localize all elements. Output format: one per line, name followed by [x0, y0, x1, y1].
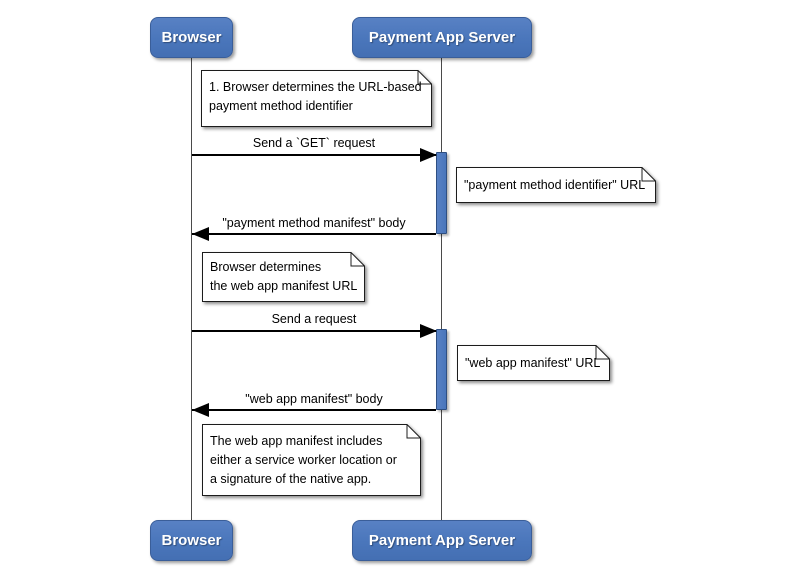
note-text: "web app manifest" URL [465, 356, 601, 370]
note-text: "payment method identifier" URL [464, 178, 646, 192]
message-line [192, 409, 436, 411]
arrowhead-right-icon [420, 324, 437, 338]
arrowhead-left-icon [192, 227, 209, 241]
note-shape-icon [457, 345, 610, 381]
message-label-send-a-request: Send a request [271, 312, 357, 326]
note-web-app-manifest-url: "web app manifest" URL [457, 345, 610, 381]
message-label-payment-method-manifest-body: "payment method manifest" body [222, 216, 406, 230]
participant-server-label: Payment App Server [368, 29, 516, 46]
note-text: Browser determines the web app manifest … [210, 260, 358, 293]
activation-bar-server-1 [436, 152, 447, 234]
message-line [192, 233, 436, 235]
note-payment-method-identifier: 1. Browser determines the URL-based paym… [201, 70, 432, 127]
participant-server-label: Payment App Server [368, 532, 516, 549]
note-shape-icon [202, 424, 421, 496]
participant-browser-bottom: Browser [150, 520, 233, 561]
message-line [192, 154, 436, 156]
message-label-web-app-manifest-body: "web app manifest" body [245, 392, 383, 406]
participant-browser-label: Browser [161, 29, 222, 46]
note-shape-icon [456, 167, 656, 203]
note-text: The web app manifest includes either a s… [210, 434, 397, 486]
lifeline-browser [191, 58, 192, 520]
participant-browser-label: Browser [161, 532, 222, 549]
note-shape-icon [201, 70, 432, 127]
activation-bar-server-2 [436, 329, 447, 410]
arrowhead-right-icon [420, 148, 437, 162]
arrowhead-left-icon [192, 403, 209, 417]
message-line [192, 330, 436, 332]
note-web-app-manifest-contents: The web app manifest includes either a s… [202, 424, 421, 496]
participant-payment-app-server-bottom: Payment App Server [352, 520, 532, 561]
message-label-get-request: Send a `GET` request [252, 136, 376, 150]
note-browser-determines-manifest-url: Browser determines the web app manifest … [202, 252, 365, 302]
note-text: 1. Browser determines the URL-based paym… [209, 80, 422, 113]
participant-browser-top: Browser [150, 17, 233, 58]
note-shape-icon [202, 252, 365, 302]
participant-payment-app-server-top: Payment App Server [352, 17, 532, 58]
lifeline-payment-app-server [441, 58, 442, 520]
note-payment-method-identifier-url: "payment method identifier" URL [456, 167, 656, 203]
